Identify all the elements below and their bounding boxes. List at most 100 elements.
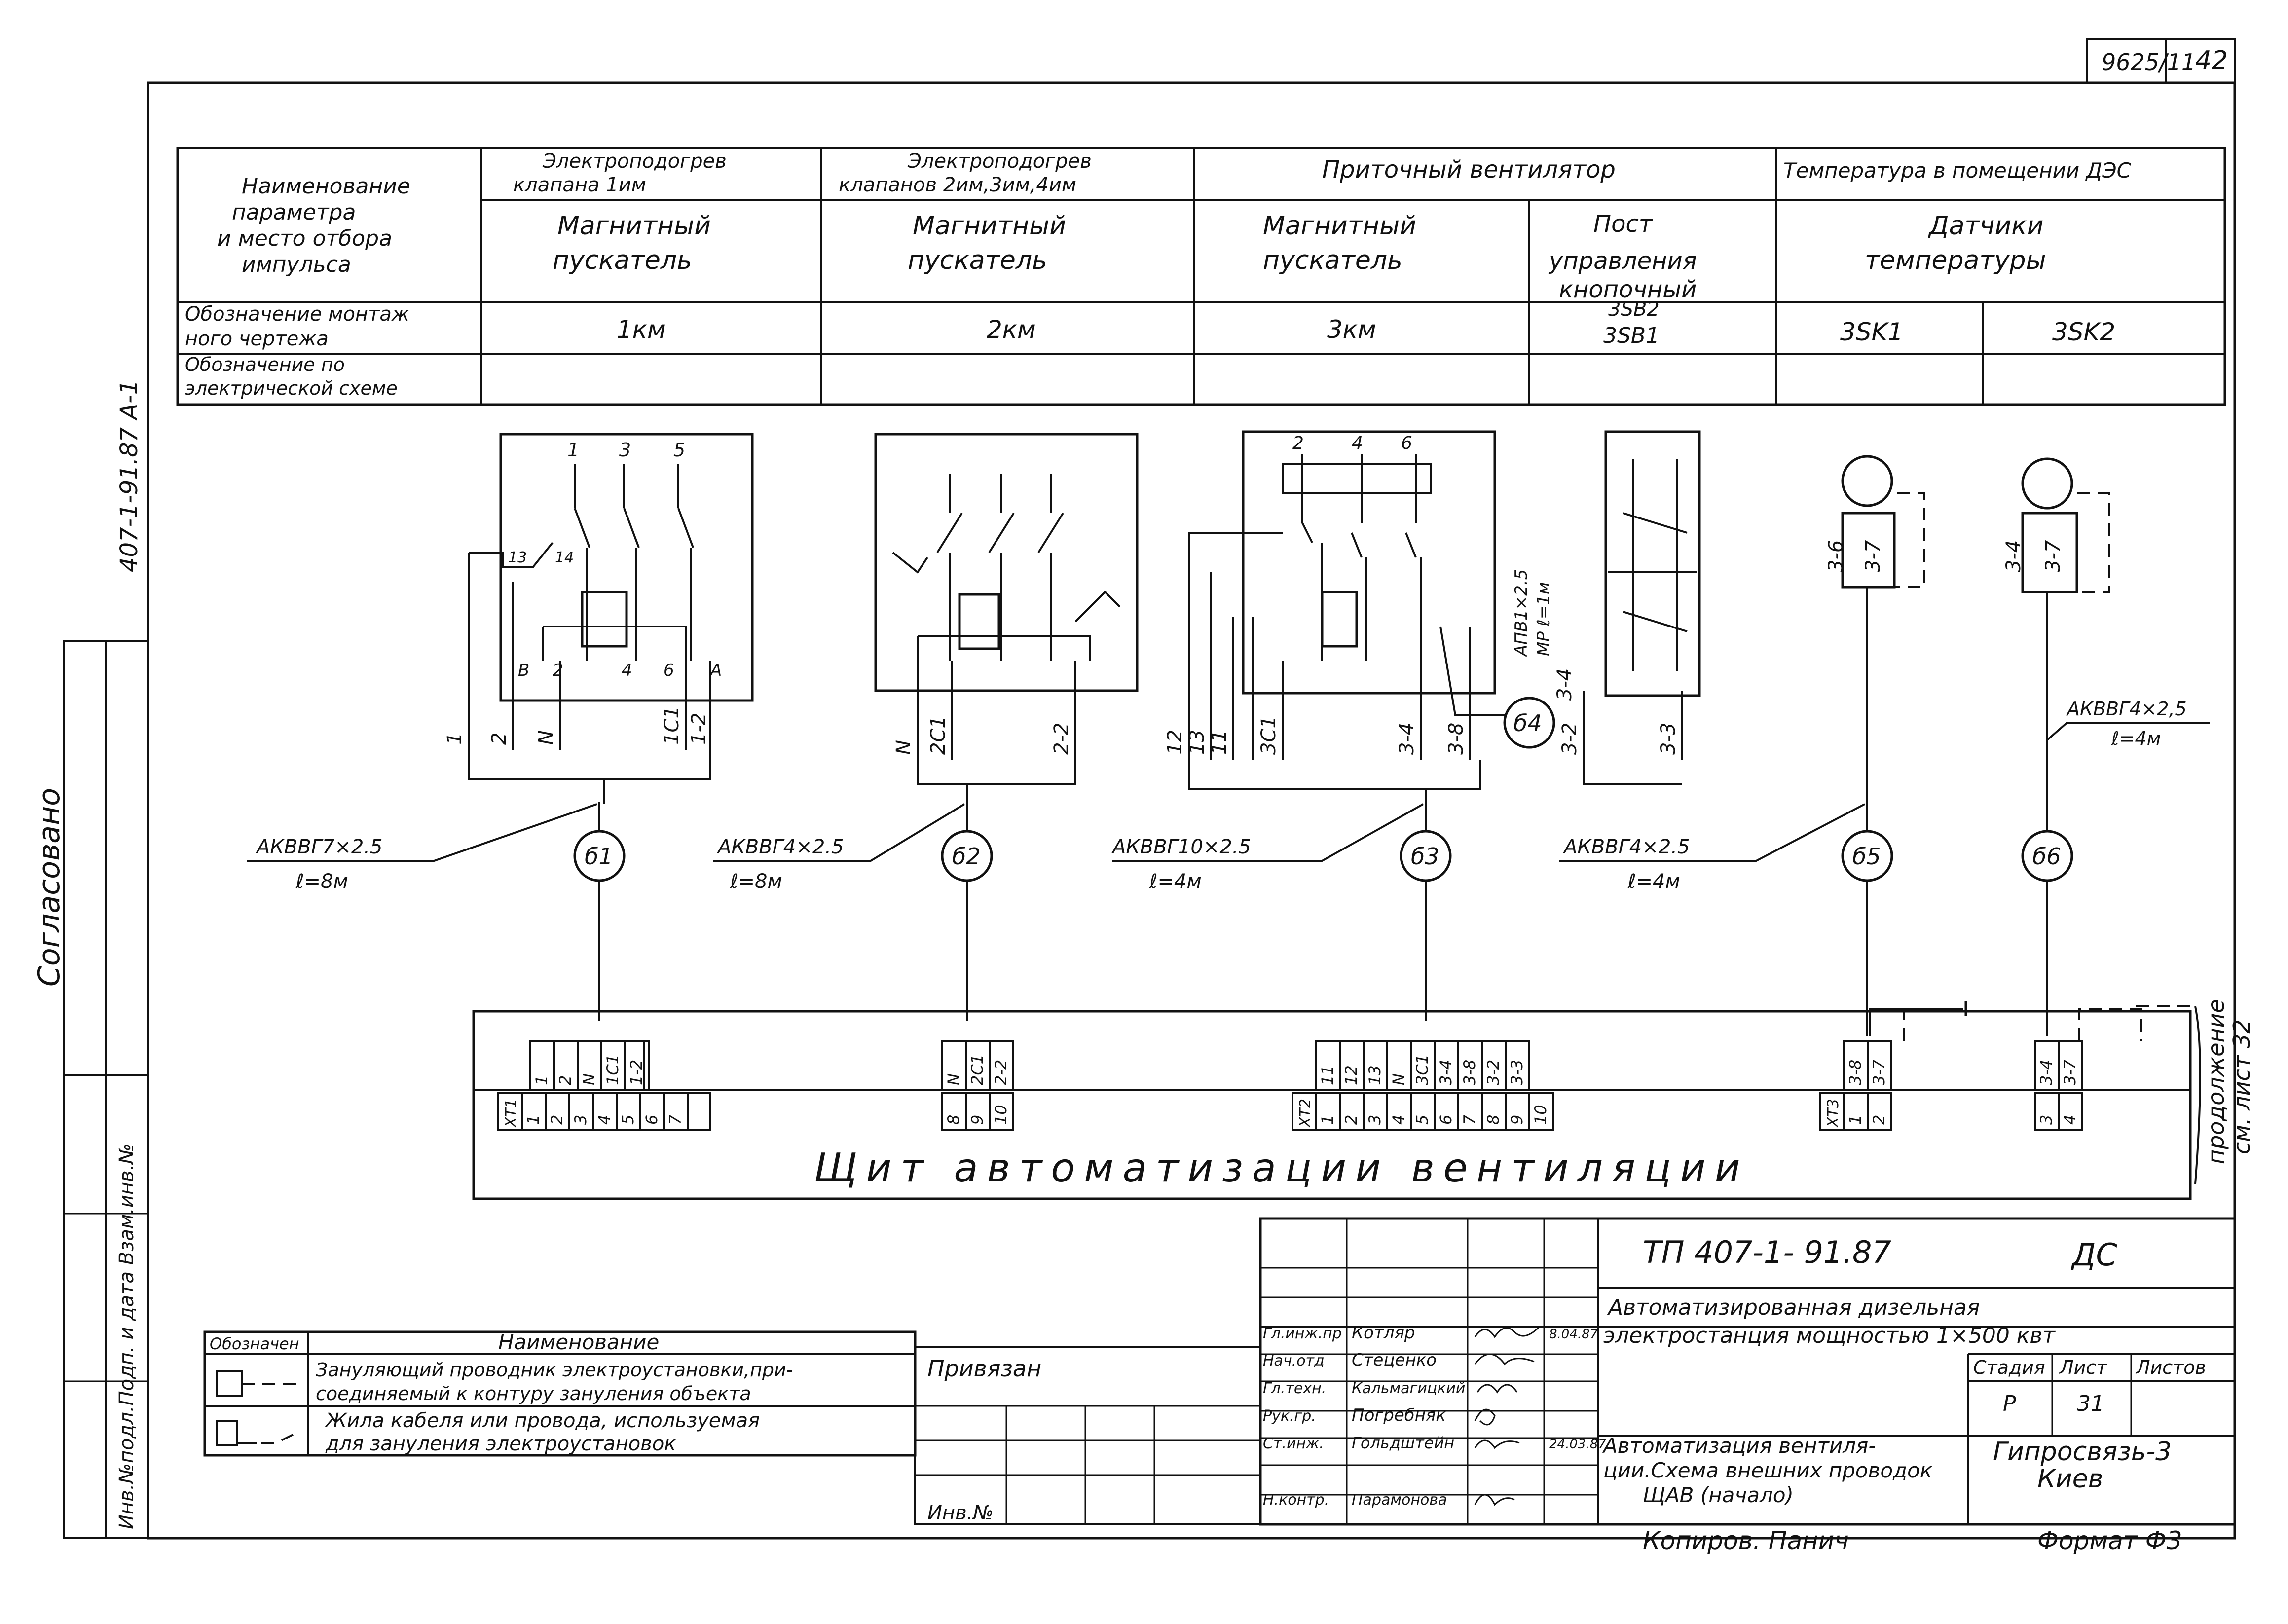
parameter-table	[176, 147, 2226, 406]
svg-text:2-2: 2-2	[1050, 723, 1073, 755]
inv-number-label: Инв.№	[927, 1502, 994, 1524]
svg-text:Парамонова: Парамонова	[1352, 1491, 1447, 1509]
svg-text:2км: 2км	[987, 315, 1036, 344]
wire-mark: 13	[1365, 1065, 1384, 1085]
wire-mark: 11	[1318, 1065, 1337, 1085]
row-label-electric: Обозначение по	[185, 354, 345, 375]
wire-mark-cell	[1867, 1040, 1892, 1091]
cable-b1-spec: АКВВГ7×2.5	[255, 836, 383, 858]
svg-text:Гольдштейн: Гольдштейн	[1352, 1434, 1454, 1452]
svg-text:пускатель: пускатель	[908, 246, 1047, 275]
svg-text:3SK1: 3SK1	[1840, 318, 1903, 346]
temperature-sensor-3sk2	[2021, 457, 2110, 1036]
terminal-number: 4	[1389, 1115, 1408, 1125]
contactor-2km-labels: N 2С1 2-2	[892, 716, 1073, 755]
terminal-number: 9	[1508, 1115, 1526, 1125]
svg-text:3С1: 3С1	[1257, 716, 1280, 755]
project-title-2: электростанция мощностью 1×500 квт	[1603, 1323, 2056, 1348]
svg-text:3-4: 3-4	[1396, 723, 1418, 755]
cable-b4-spec: АПВ1×2.5	[1512, 569, 1531, 657]
svg-text:Гл.инж.пр: Гл.инж.пр	[1263, 1325, 1342, 1342]
wire-mark: 3-7	[2061, 1059, 2079, 1085]
svg-text:кнопочный: кнопочный	[1559, 276, 1697, 303]
cable-b3-spec: АКВВГ10×2.5	[1111, 836, 1251, 858]
svg-text:5: 5	[673, 439, 685, 461]
cable-b3	[1112, 802, 1452, 1021]
svg-text:Пост: Пост	[1593, 210, 1654, 238]
page-number: 42	[2195, 46, 2228, 75]
cable-b5-id: б5	[1852, 843, 1881, 870]
wire-mark: 1-2	[627, 1060, 646, 1085]
terminal-cell	[1867, 1092, 1892, 1131]
svg-text:Рук.гр.: Рук.гр.	[1263, 1407, 1316, 1425]
organization-city: Киев	[2037, 1464, 2103, 1494]
sheet-header: Лист	[2059, 1357, 2108, 1378]
table-mounting-marks: 1км 2км 3км 3SB2 3SB1 3SK1 3SK2	[617, 298, 2115, 348]
svg-text:Электроподогрев: Электроподогрев	[907, 150, 1092, 173]
svg-text:Наименование: Наименование	[242, 174, 410, 199]
svg-text:3-3: 3-3	[1657, 723, 1680, 755]
terminal-number: 4	[595, 1115, 614, 1125]
terminal-number: 6	[1437, 1115, 1455, 1125]
row-label-mounting: Обозначение монтаж	[185, 303, 409, 326]
svg-text:3-4: 3-4	[1553, 668, 1576, 701]
svg-text:3-8: 3-8	[1445, 723, 1468, 755]
wire-mark: N	[580, 1073, 598, 1085]
svg-text:1С1: 1С1	[661, 706, 683, 745]
wire-mark: 2	[556, 1075, 575, 1085]
wire-mark: 3-2	[1484, 1060, 1503, 1085]
drawing-type: ДС	[2070, 1237, 2117, 1273]
wire-mark: 1С1	[603, 1054, 622, 1085]
sheet-frame	[63, 38, 2236, 1540]
svg-text:пускатель: пускатель	[553, 246, 692, 275]
svg-text:N: N	[535, 730, 557, 745]
svg-text:А: А	[709, 661, 722, 680]
legend-symbol-header: Обозначен	[210, 1334, 299, 1353]
cable-b2	[713, 802, 993, 1021]
terminal-cell	[2058, 1092, 2083, 1131]
svg-text:6: 6	[1401, 433, 1412, 453]
cable-b2-len: ℓ=8м	[730, 870, 782, 893]
cable-b2-spec: АКВВГ4×2.5	[716, 836, 844, 858]
terminal-number: 2	[1342, 1115, 1361, 1125]
row-label-electric-2: электрической схеме	[185, 377, 398, 399]
wire-mark: 3-8	[1846, 1060, 1865, 1085]
contactor-1km	[468, 433, 754, 804]
cable-b1-len: ℓ=8м	[295, 870, 348, 893]
svg-text:3-7: 3-7	[1862, 540, 1884, 572]
terminal-number: 7	[1460, 1114, 1479, 1125]
svg-text:3-2: 3-2	[1558, 723, 1581, 755]
binding-label: Привязан	[927, 1355, 1041, 1382]
svg-text:и место отбора: и место отбора	[217, 226, 392, 251]
cable-b4-label: б4	[1513, 710, 1542, 737]
temperature-sensor-3sk1	[1841, 455, 1925, 1036]
sheet-code: 9625/11	[2102, 49, 2196, 75]
svg-text:3-6: 3-6	[1825, 540, 1847, 572]
wire-mark: 2С1	[968, 1054, 987, 1085]
stage-header: Стадия	[1973, 1357, 2045, 1378]
svg-text:Погребняк: Погребняк	[1352, 1405, 1446, 1425]
cable-b5-spec: АКВВГ4×2.5	[1562, 836, 1690, 858]
svg-text:Ст.инж.: Ст.инж.	[1263, 1435, 1324, 1452]
svg-text:Магнитный: Магнитный	[913, 211, 1066, 241]
terminal-number: 8	[944, 1115, 963, 1125]
svg-text:Н.контр.: Н.контр.	[1263, 1491, 1329, 1509]
terminal-number: 1	[1318, 1115, 1337, 1125]
svg-text:температуры: температуры	[1865, 246, 2046, 275]
wire-mark: 12	[1342, 1065, 1361, 1085]
terminal-number: 3	[1365, 1115, 1384, 1125]
continuation-brace	[2194, 1006, 2201, 1184]
row-label-mounting-2: ного чертежа	[185, 328, 329, 350]
terminal-number: 9	[968, 1115, 987, 1125]
terminal-cell	[989, 1092, 1014, 1131]
organization: Гипросвязь-3	[1993, 1437, 2172, 1467]
svg-text:12: 12	[1164, 730, 1186, 755]
terminal-number: 2	[1870, 1115, 1888, 1125]
cable-b1-id: б1	[585, 843, 613, 870]
svg-text:14: 14	[555, 549, 574, 566]
svg-text:параметра: параметра	[232, 200, 356, 225]
svg-text:3SK2: 3SK2	[2052, 318, 2115, 346]
svg-text:Стеценко: Стеценко	[1352, 1350, 1437, 1370]
